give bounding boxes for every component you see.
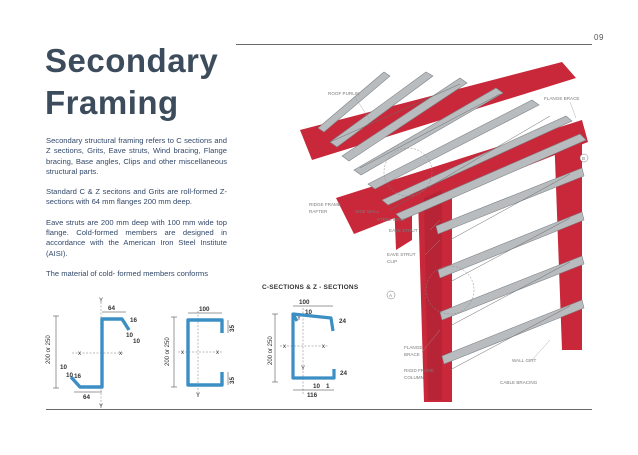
z-depth-label: 200 or 250 bbox=[46, 335, 52, 364]
z-axis-x-left: x bbox=[78, 351, 81, 357]
page-title: Secondary Framing bbox=[45, 40, 218, 124]
label-eave-strut-clip-1: EAVE STRUT bbox=[387, 252, 416, 257]
c-axis-x-right: x bbox=[216, 350, 219, 356]
c-lip-bottom-label: 35 bbox=[229, 376, 236, 384]
z-axis-y-bottom: Y bbox=[99, 404, 103, 410]
c-axis-x-left: x bbox=[181, 350, 184, 356]
label-roof-purlin: ROOF PURLIN bbox=[328, 91, 359, 96]
label-rigid-frame-column-1: RIGID FRAME bbox=[404, 368, 434, 373]
callout-a-marker bbox=[386, 290, 396, 300]
label-rigid-frame-column-2: COLUMN bbox=[404, 375, 424, 380]
eave-top-width-label: 100 bbox=[299, 299, 310, 306]
z-lip-bottom-label: 16 bbox=[74, 373, 82, 380]
label-ridge-frame-rafter-2: RAFTER bbox=[309, 209, 328, 214]
title-line-1: Secondary bbox=[45, 42, 219, 79]
eave-top-depth-label: 24 bbox=[339, 318, 347, 325]
z-section-drawing: 200 or 250 Y Y x x 64 16 10 10 10 10 16 … bbox=[46, 298, 141, 410]
c-section-drawing: 200 or 250 x x Y 100 35 35 bbox=[165, 306, 236, 399]
column-stub bbox=[394, 192, 412, 250]
c-flange-label: 100 bbox=[199, 306, 210, 313]
label-ridge-frame-rafter-1: RIDGE FRAME bbox=[309, 202, 341, 207]
z-axis-x-right: x bbox=[119, 351, 122, 357]
eave-bottom-lip-label: 10 bbox=[313, 383, 321, 390]
eave-bottom-width-label: 116 bbox=[307, 392, 318, 399]
paragraph-4: The material of cold- formed members con… bbox=[46, 268, 209, 278]
roof-purlins bbox=[317, 71, 587, 221]
eave-corner-label: 1 bbox=[326, 383, 330, 390]
label-wall-girt: WALL GIRT bbox=[512, 358, 537, 363]
c-lip-top-label: 35 bbox=[229, 324, 236, 332]
z-top-flange-label: 64 bbox=[108, 305, 116, 312]
eave-axis-x-left: x bbox=[283, 344, 286, 350]
z-axis-y-top: Y bbox=[99, 298, 103, 304]
top-rule bbox=[236, 44, 592, 45]
paragraph-1: Secondary structural framing refers to C… bbox=[46, 136, 227, 176]
eave-top-flange bbox=[291, 312, 335, 332]
sections-heading: C-SECTIONS & Z - SECTIONS bbox=[262, 284, 359, 291]
label-side-wall: SIDE WALL bbox=[355, 209, 380, 214]
c-depth-label: 200 or 250 bbox=[165, 337, 171, 366]
cable-bracing bbox=[329, 83, 571, 371]
z-bend-label: 10 bbox=[126, 332, 134, 339]
body-text: Secondary structural framing refers to C… bbox=[46, 136, 227, 289]
framing-3d-diagram: A B ROOF PURLIN FLANGE BRACE RIDGE FRAME… bbox=[300, 62, 589, 402]
eave-web-bottom bbox=[291, 314, 336, 380]
callout-b-marker bbox=[579, 153, 589, 163]
eave-top-lip-label: 10 bbox=[305, 309, 313, 316]
detail-circle-top bbox=[383, 147, 433, 197]
label-cable-bracing: CABLE BRACING bbox=[500, 380, 538, 385]
eave-axis-y-top: Y bbox=[297, 316, 301, 322]
label-eave-strut: EAVE STRUT bbox=[389, 228, 418, 233]
eave-axis-y-bottom: Y bbox=[301, 366, 305, 372]
paragraph-3: Eave struts are 200 mm deep with 100 mm … bbox=[46, 217, 227, 258]
eave-axis-x-right: x bbox=[322, 344, 325, 350]
bottom-rule bbox=[46, 409, 592, 410]
eave-bottom-depth-label: 24 bbox=[340, 370, 348, 377]
paragraph-2: Standard C & Z secitons and Grits are ro… bbox=[46, 187, 227, 207]
label-flange-brace-top: FLANGE BRACE bbox=[544, 96, 579, 101]
z-thickness-label: 10 bbox=[133, 338, 141, 345]
callout-b: B bbox=[582, 156, 585, 161]
page-number: 09 bbox=[594, 33, 604, 42]
z-section-profile bbox=[69, 317, 131, 389]
z-bottom-thk-label: 10 bbox=[66, 372, 74, 379]
z-bottom-flange-label: 64 bbox=[83, 394, 91, 401]
rafter-back bbox=[300, 62, 576, 160]
label-flange-brace-2: BRACE bbox=[404, 352, 420, 357]
z-lip-top-label: 16 bbox=[130, 317, 138, 324]
label-leader-lines bbox=[354, 96, 577, 361]
label-steel-wall: STEEL WALL bbox=[377, 217, 405, 222]
detail-circle-mid bbox=[425, 265, 475, 315]
callout-a: A bbox=[389, 293, 393, 298]
eave-depth-label: 200 or 250 bbox=[268, 336, 274, 365]
z-bottom-bend-label: 10 bbox=[60, 364, 68, 371]
title-line-2: Framing bbox=[45, 84, 179, 121]
label-flange-brace-1: FLANGE bbox=[404, 345, 422, 350]
eave-strut-drawing: 200 or 250 x x Y Y 100 10 24 24 10 1 116 bbox=[268, 299, 348, 399]
wall-girts bbox=[435, 167, 585, 365]
label-eave-strut-clip-2: CLIP bbox=[387, 259, 397, 264]
c-section-profile bbox=[186, 318, 224, 387]
c-axis-y-bottom: Y bbox=[196, 393, 200, 399]
